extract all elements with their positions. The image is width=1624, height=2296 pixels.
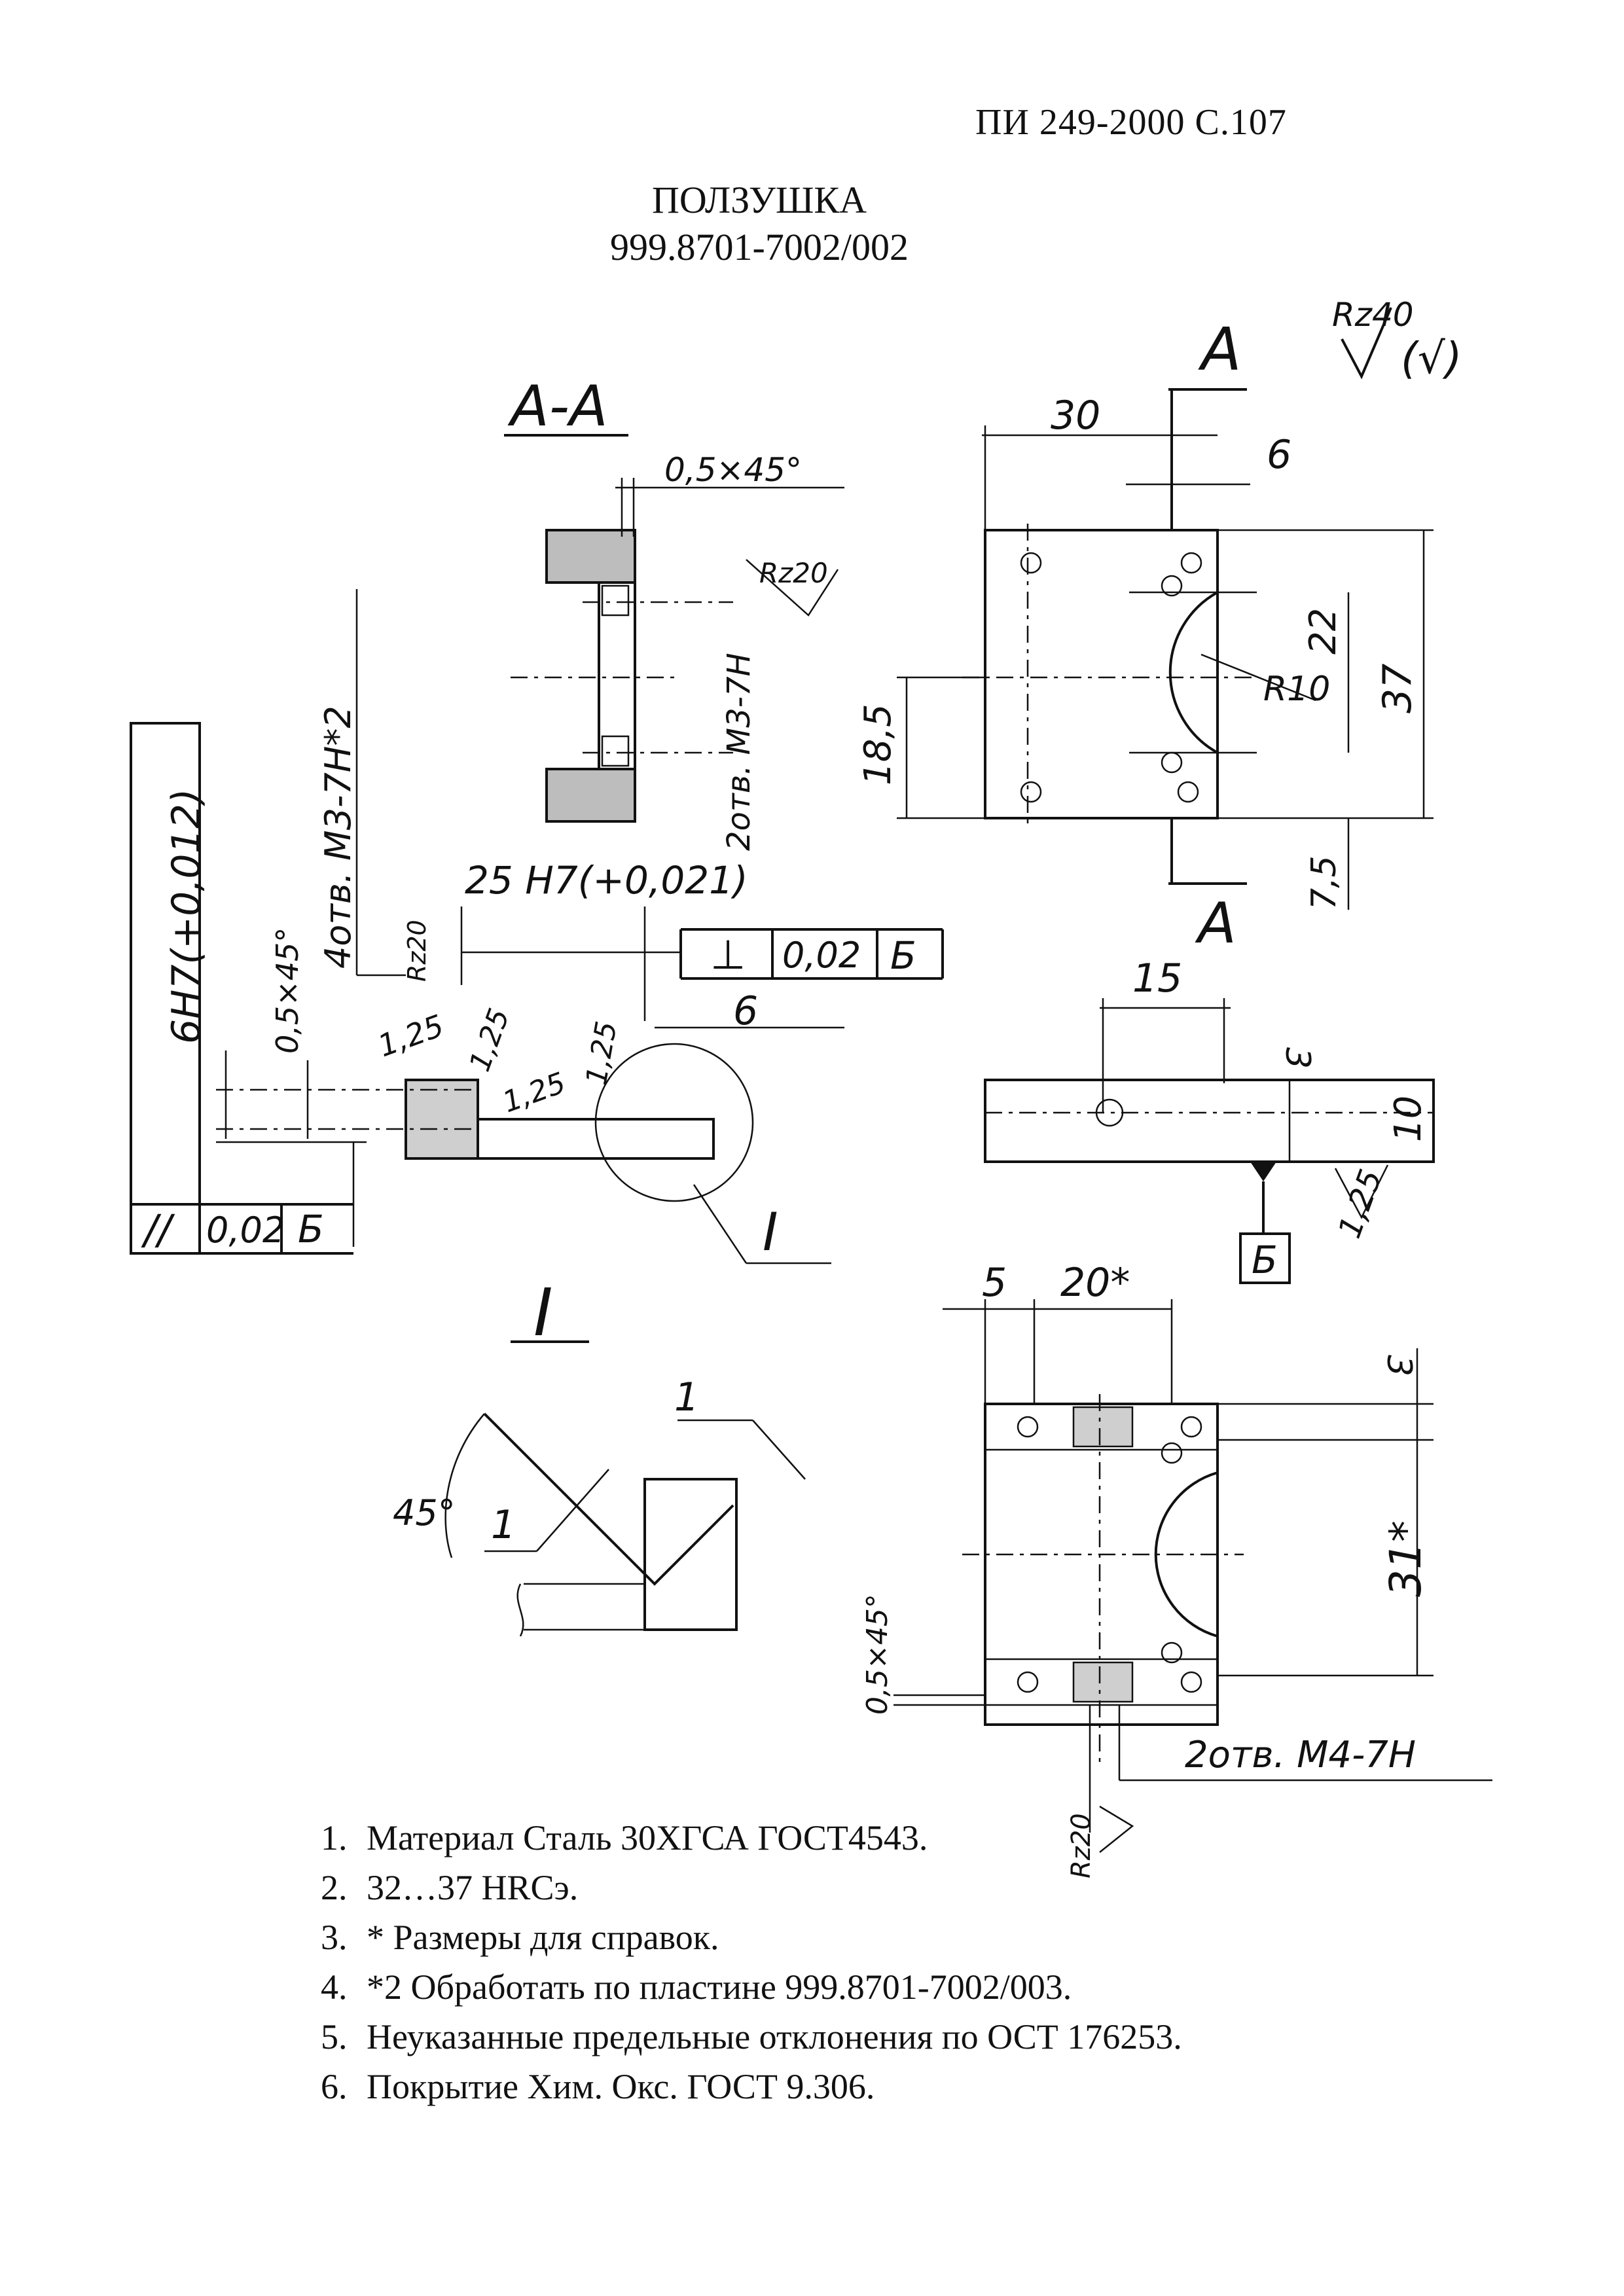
dim-37: 37 bbox=[1375, 664, 1420, 713]
datum-box bbox=[1239, 1232, 1291, 1284]
hole-callout-m3-2: 2отв. М3-7Н bbox=[721, 653, 757, 851]
parallelism-datum: Б bbox=[298, 1207, 324, 1251]
note-5-text: Неуказанные предельные отклонения по ОСТ… bbox=[367, 2017, 1182, 2056]
general-roughness-mark: Rz40 (√) bbox=[1332, 296, 1462, 384]
note-3: 3.* Размеры для справок. bbox=[321, 1918, 719, 1957]
perpendicularity-datum: Б bbox=[890, 933, 916, 978]
section-view-a-a: А-А 0,5×45° Rz20 2отв. М3-7Н bbox=[504, 374, 844, 851]
perpendicularity-value: 0,02 bbox=[782, 935, 861, 976]
dim-1-a: 1 bbox=[674, 1374, 699, 1420]
section-marker-bottom: А bbox=[1195, 891, 1236, 956]
roughness-1-25-c: 1,25 bbox=[498, 1066, 570, 1119]
top-view: А 30 6 37 22 R10 18,5 7,5 А bbox=[857, 315, 1434, 956]
note-1-text: Материал Сталь 30ХГСА ГОСТ4543. bbox=[367, 1818, 928, 1857]
roughness-rz20-front: Rz20 bbox=[403, 920, 431, 982]
note-5: 5.Неуказанные предельные отклонения по О… bbox=[321, 2017, 1182, 2056]
note-6: 6.Покрытие Хим. Окс. ГОСТ 9.306. bbox=[321, 2067, 875, 2106]
dim-18-5: 18,5 bbox=[857, 704, 899, 785]
note-2-text: 32…37 HRCэ. bbox=[367, 1868, 579, 1907]
chamfer-label-2: 0,5×45° bbox=[270, 927, 305, 1054]
technical-notes: 1.Материал Сталь 30ХГСА ГОСТ4543. 2.32…3… bbox=[321, 1813, 1182, 2111]
dim-5: 5 bbox=[982, 1260, 1007, 1306]
note-6-text: Покрытие Хим. Окс. ГОСТ 9.306. bbox=[367, 2067, 875, 2106]
dim-45deg: 45° bbox=[393, 1492, 456, 1534]
side-view: 15 3 10 Б 1,25 bbox=[984, 956, 1435, 1284]
dim-15: 15 bbox=[1132, 956, 1182, 1001]
roughness-1-25-b: 1,25 bbox=[463, 1004, 516, 1076]
dim-6: 6 bbox=[1267, 432, 1291, 478]
roughness-1-25-d: 1,25 bbox=[580, 1019, 624, 1088]
note-4-text: *2 Обработать по пластине 999.8701-7002/… bbox=[367, 1967, 1072, 2007]
detail-view-label: I bbox=[533, 1274, 553, 1351]
roughness-1-25-a: 1,25 bbox=[373, 1008, 448, 1064]
chamfer-label-3: 0,5×45° bbox=[861, 1594, 894, 1715]
dim-1-b: 1 bbox=[491, 1502, 516, 1548]
dim-6-front: 6 bbox=[733, 988, 758, 1034]
note-4: 4.*2 Обработать по пластине 999.8701-700… bbox=[321, 1967, 1072, 2007]
section-view-label: А-А bbox=[507, 374, 608, 439]
dim-7-5: 7,5 bbox=[1305, 855, 1344, 910]
roughness-general-symbol: (√) bbox=[1401, 333, 1462, 384]
note-1: 1.Материал Сталь 30ХГСА ГОСТ4543. bbox=[321, 1818, 928, 1857]
parallelism-value: 0,02 bbox=[206, 1210, 285, 1251]
part-code: 999.8701-7002/002 bbox=[610, 226, 909, 268]
dim-25h7: 25 H7(+0,021) bbox=[465, 858, 748, 903]
parallelism-symbol: // bbox=[141, 1206, 175, 1253]
dim-3-side: 3 bbox=[1278, 1047, 1317, 1069]
dim-30: 30 bbox=[1051, 393, 1100, 439]
front-section: // 0,02 Б 6H7(+0,012) 0,5×45° 4отв. М3-7… bbox=[130, 589, 944, 1265]
chamfer-label-1: 0,5×45° bbox=[664, 451, 802, 489]
roughness-rz20-a: Rz20 bbox=[759, 557, 828, 589]
hole-callout-m4-2: 2отв. М4-7Н bbox=[1185, 1734, 1416, 1776]
section-marker-top: А bbox=[1198, 315, 1242, 384]
drawing-title: ПОЛЗУШКА 999.8701-7002/002 bbox=[576, 177, 943, 271]
detail-view-i: I 45° 1 1 bbox=[393, 1274, 806, 1637]
note-2: 2.32…37 HRCэ. bbox=[321, 1868, 579, 1907]
roughness-rz20-bottom: Rz20 bbox=[1066, 1813, 1096, 1878]
part-name: ПОЛЗУШКА bbox=[652, 179, 867, 221]
detail-callout-label: I bbox=[763, 1202, 778, 1263]
dim-20: 20* bbox=[1060, 1260, 1130, 1306]
dim-22: 22 bbox=[1302, 608, 1344, 655]
hole-callout-m3-4: 4отв. М3-7Н*2 bbox=[317, 706, 359, 969]
dim-r10: R10 bbox=[1263, 670, 1330, 709]
note-3-text: * Размеры для справок. bbox=[367, 1918, 719, 1957]
sheet-reference: ПИ 249-2000 С.107 bbox=[975, 102, 1287, 143]
perpendicularity-symbol: ⊥ bbox=[710, 931, 746, 978]
dim-10: 10 bbox=[1387, 1096, 1430, 1142]
bottom-view: 5 20* 3 31* 0,5×45° 2отв. М4-7Н Rz20 bbox=[861, 1260, 1492, 1878]
dim-3-bottom: 3 bbox=[1379, 1355, 1418, 1376]
datum-box-label: Б bbox=[1252, 1238, 1278, 1282]
roughness-general-text: Rz40 bbox=[1332, 296, 1414, 334]
dim-31: 31* bbox=[1380, 1520, 1431, 1597]
dim-6h7: 6H7(+0,012) bbox=[164, 789, 209, 1044]
